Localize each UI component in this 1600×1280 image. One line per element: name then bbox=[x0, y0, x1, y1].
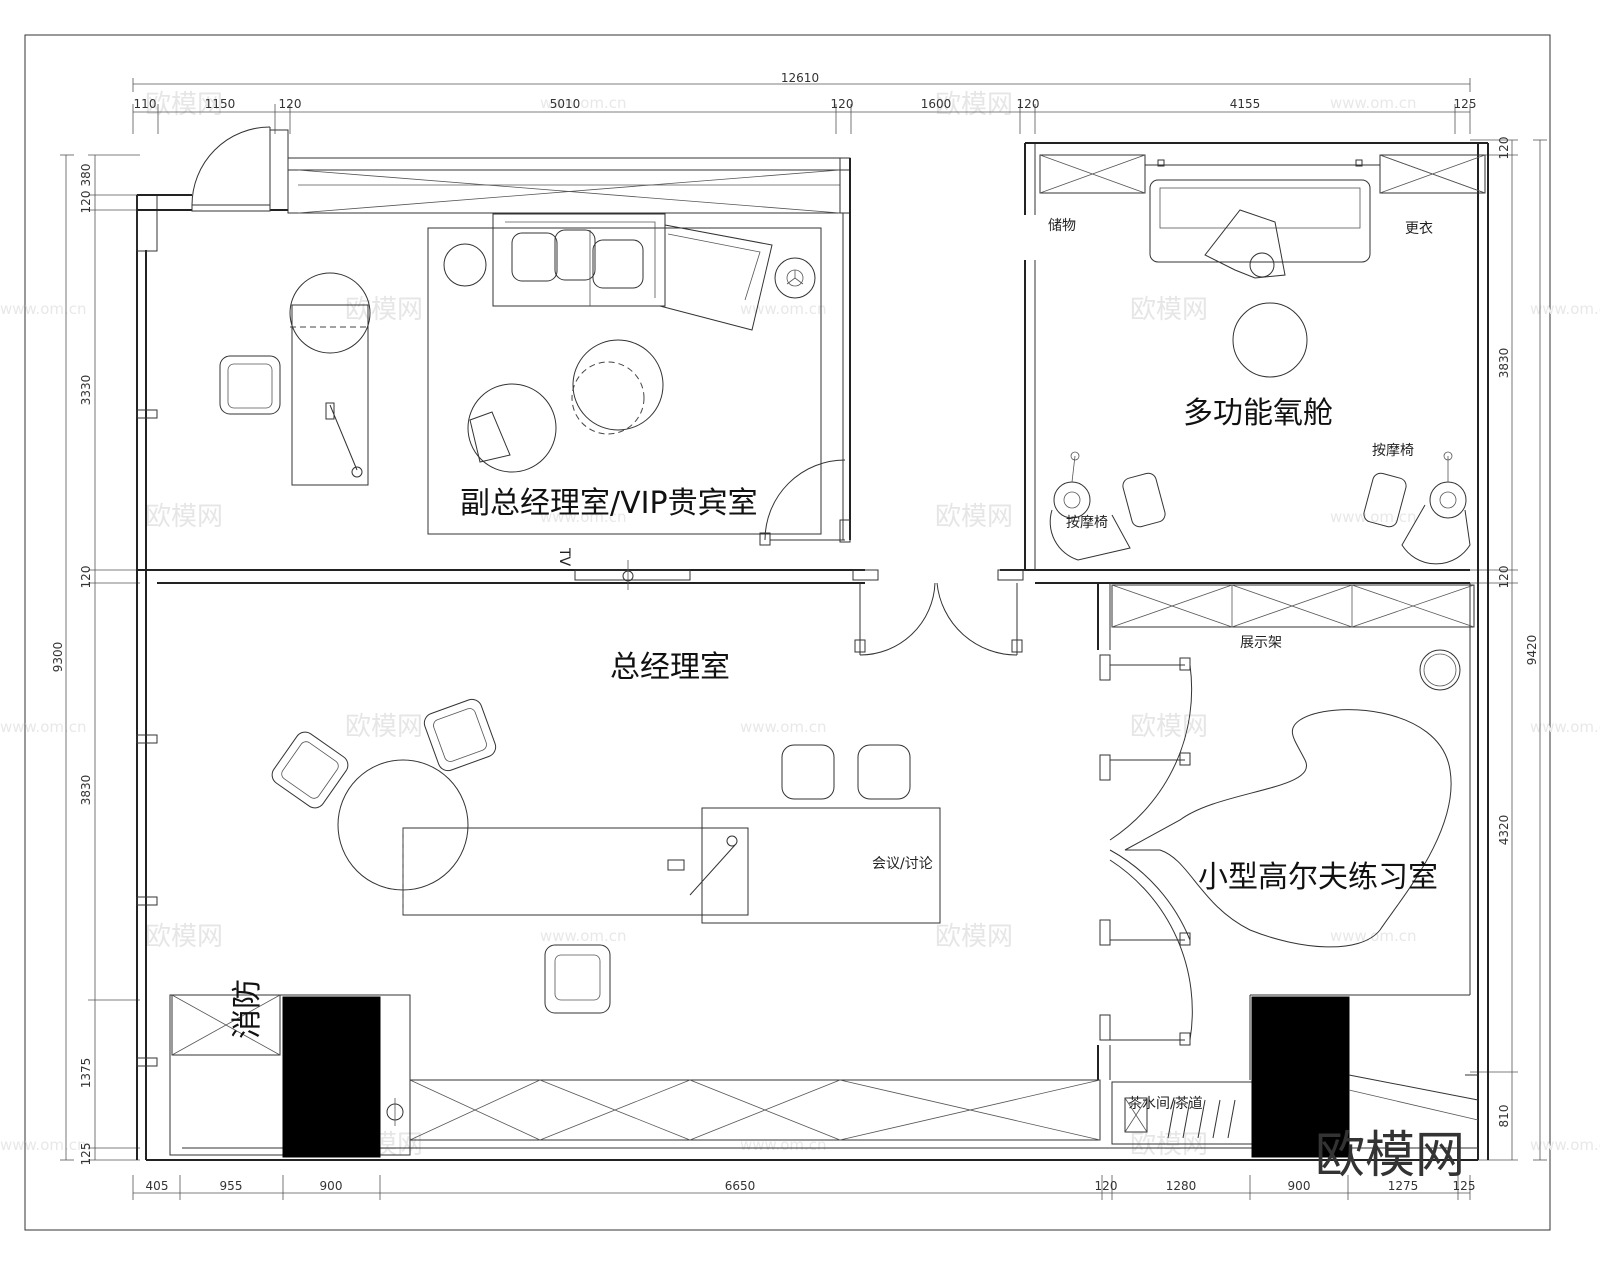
watermark-text: 欧模网 bbox=[935, 90, 1013, 120]
dim-bottom: 405 bbox=[146, 1179, 169, 1193]
dim-left: 125 bbox=[79, 1143, 93, 1166]
watermark-url: www.om.cn bbox=[0, 718, 87, 736]
dim-top: 1600 bbox=[921, 97, 952, 111]
room-label-oxygen: 多功能氧舱 bbox=[1183, 396, 1333, 431]
watermark-text: 欧模网 bbox=[1130, 712, 1208, 742]
golf-room-furniture bbox=[1111, 584, 1479, 1158]
dim-right: 120 bbox=[1497, 566, 1511, 589]
label-fire-cabinet: 消防 bbox=[230, 979, 265, 1039]
dim-left: 380 bbox=[79, 164, 93, 187]
watermark-url: www.om.cn bbox=[540, 94, 627, 112]
watermark-url: www.om.cn bbox=[740, 718, 827, 736]
label-tea-room: 茶水间/茶道 bbox=[1128, 1096, 1203, 1112]
watermark-text: 欧模网 bbox=[935, 922, 1013, 952]
dim-top: 5010 bbox=[550, 97, 581, 111]
watermark-url: www.om.cn bbox=[1530, 1136, 1600, 1154]
dim-left-total: 9300 bbox=[51, 642, 65, 673]
watermark-text: 欧模网 bbox=[1130, 295, 1208, 325]
putting-green bbox=[1124, 709, 1452, 948]
dim-bottom: 1280 bbox=[1166, 1179, 1197, 1193]
oxygen-room-furniture bbox=[1039, 154, 1486, 565]
dim-bottom: 900 bbox=[320, 1179, 343, 1193]
watermarks: 欧模网 欧模网 欧模网 欧模网 欧模网 欧模网 欧模网 欧模网 欧模网 欧模网 … bbox=[0, 90, 1600, 1160]
watermark-text: 欧模网 bbox=[345, 712, 423, 742]
dim-left: 120 bbox=[79, 191, 93, 214]
watermark-text: 欧模网 bbox=[935, 502, 1013, 532]
label-massage-chair: 按摩椅 bbox=[1372, 442, 1414, 459]
doors bbox=[191, 126, 1193, 1046]
watermark-url: www.om.cn bbox=[1330, 508, 1417, 526]
column bbox=[1251, 996, 1350, 1158]
watermark-url: www.om.cn bbox=[1330, 94, 1417, 112]
watermark-text: 欧模网 bbox=[145, 502, 223, 532]
watermark-url: www.om.cn bbox=[0, 1136, 87, 1154]
dim-bottom: 6650 bbox=[725, 1179, 756, 1193]
watermark-text: 欧模网 bbox=[145, 922, 223, 952]
dim-top: 1150 bbox=[205, 97, 236, 111]
watermark-url: www.om.cn bbox=[1530, 300, 1600, 318]
label-changing: 更衣 bbox=[1405, 221, 1433, 237]
dim-bottom: 125 bbox=[1453, 1179, 1476, 1193]
dim-bottom: 955 bbox=[220, 1179, 243, 1193]
dimension-lines: 12610 110 1150 120 5010 120 1600 120 415… bbox=[51, 71, 1547, 1200]
walls bbox=[136, 129, 1489, 1161]
dim-bottom: 900 bbox=[1288, 1179, 1311, 1193]
watermark-url: www.om.cn bbox=[1530, 718, 1600, 736]
dim-right: 4320 bbox=[1497, 815, 1511, 846]
dim-top: 120 bbox=[831, 97, 854, 111]
vip-room-furniture bbox=[219, 213, 822, 590]
column bbox=[282, 996, 381, 1158]
watermark-url: www.om.cn bbox=[540, 927, 627, 945]
dim-top: 120 bbox=[1017, 97, 1040, 111]
vip-rug bbox=[427, 227, 822, 535]
dim-right: 3830 bbox=[1497, 348, 1511, 379]
drawing-frame bbox=[24, 34, 1551, 1231]
label-meeting: 会议/讨论 bbox=[872, 856, 933, 872]
watermark-text: 欧模网 bbox=[345, 295, 423, 325]
watermark-url: www.om.cn bbox=[740, 300, 827, 318]
dim-bottom: 120 bbox=[1095, 1179, 1118, 1193]
watermark-url: www.om.cn bbox=[0, 300, 87, 318]
watermark-url: www.om.cn bbox=[740, 1136, 827, 1154]
dim-left: 3830 bbox=[79, 775, 93, 806]
dim-top: 4155 bbox=[1230, 97, 1261, 111]
dim-total-top: 12610 bbox=[781, 71, 819, 85]
dim-top: 120 bbox=[279, 97, 302, 111]
room-label-vip: 副总经理室/VIP贵宾室 bbox=[460, 486, 758, 521]
watermark-url: www.om.cn bbox=[540, 508, 627, 526]
dim-left: 1375 bbox=[79, 1058, 93, 1089]
dim-bottom: 1275 bbox=[1388, 1179, 1419, 1193]
room-label-gm: 总经理室 bbox=[610, 650, 730, 685]
dim-right: 810 bbox=[1497, 1105, 1511, 1128]
dim-right-total: 9420 bbox=[1525, 635, 1539, 666]
room-label-golf: 小型高尔夫练习室 bbox=[1198, 860, 1438, 895]
gm-room-furniture bbox=[169, 698, 1101, 1158]
dim-right: 120 bbox=[1497, 137, 1511, 160]
label-tv: TV bbox=[556, 547, 572, 567]
label-storage: 储物 bbox=[1048, 218, 1076, 234]
brand-logo: 欧模网 bbox=[1315, 1126, 1465, 1184]
dim-top: 110 bbox=[134, 97, 157, 111]
dim-left: 3330 bbox=[79, 375, 93, 406]
dim-left: 120 bbox=[79, 566, 93, 589]
label-display-shelf: 展示架 bbox=[1240, 635, 1282, 651]
dim-top: 125 bbox=[1454, 97, 1477, 111]
label-massage-chair: 按摩椅 bbox=[1066, 514, 1108, 531]
